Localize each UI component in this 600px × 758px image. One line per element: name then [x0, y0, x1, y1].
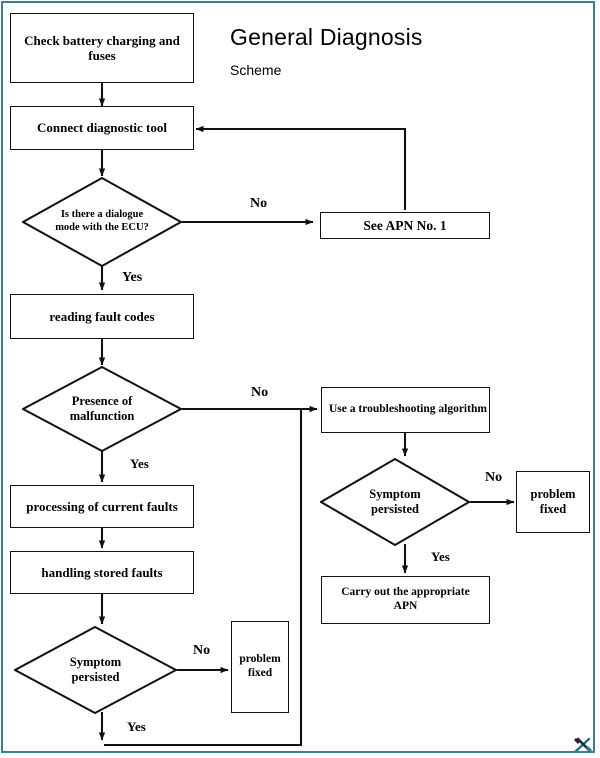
node-troubleshooting-algorithm[interactable]: Use a troubleshooting algorithm [321, 387, 490, 433]
edge-label-symptom-right-no: No [485, 470, 503, 485]
node-carry-out-apn[interactable]: Carry out the appropriate APN [321, 576, 490, 624]
node-processing-current-faults[interactable]: processing of current faults [10, 485, 194, 528]
node-problem-fixed-right[interactable]: problem fixed [516, 471, 590, 533]
node-problem-fixed-bottom[interactable]: problem fixed [231, 621, 289, 713]
decision-label: Is there a dialogue mode with the ECU? [55, 209, 149, 233]
edge-label-dialogue-no: No [250, 196, 268, 211]
decision-symptom-persisted-bottom[interactable]: Symptom persisted [14, 626, 177, 714]
node-label: processing of current faults [26, 498, 178, 514]
page-subtitle: Scheme [230, 62, 282, 78]
decision-label: Symptom persisted [369, 487, 421, 516]
edge-label-symptom-bottom-yes: Yes [127, 719, 146, 734]
diamond-shape [14, 626, 177, 714]
node-label: problem fixed [239, 653, 281, 679]
node-label: problem fixed [530, 487, 576, 516]
node-connect-tool[interactable]: Connect diagnostic tool [10, 106, 194, 150]
edge-label-symptom-right-yes: Yes [431, 549, 450, 564]
node-label: See APN No. 1 [363, 217, 447, 233]
diamond-shape [320, 458, 470, 546]
diamond-shape [22, 366, 182, 452]
edge-label-symptom-bottom-no: No [193, 643, 211, 658]
node-see-apn[interactable]: See APN No. 1 [320, 212, 490, 239]
decision-label: Presence of malfunction [69, 394, 135, 423]
tools-icon [574, 737, 592, 753]
node-reading-fault-codes[interactable]: reading fault codes [10, 294, 194, 339]
node-label: handling stored faults [41, 564, 163, 580]
node-label: Check battery charging and fuses [24, 32, 180, 63]
node-check-battery[interactable]: Check battery charging and fuses [10, 13, 194, 83]
decision-presence-malfunction[interactable]: Presence of malfunction [22, 366, 182, 452]
edge-label-malfunction-yes: Yes [130, 456, 149, 471]
node-label: Use a troubleshooting algorithm [329, 403, 487, 416]
edge-label-dialogue-yes: Yes [122, 270, 143, 285]
page-title: General Diagnosis [230, 24, 423, 50]
node-label: Connect diagnostic tool [37, 120, 167, 136]
decision-dialogue-mode[interactable]: Is there a dialogue mode with the ECU? [22, 177, 182, 267]
node-handling-stored-faults[interactable]: handling stored faults [10, 551, 194, 594]
node-label: Carry out the appropriate APN [341, 586, 470, 612]
diamond-shape [22, 177, 182, 267]
node-label: reading fault codes [49, 308, 155, 324]
edge-label-malfunction-no: No [251, 385, 269, 400]
decision-label: Symptom persisted [69, 655, 122, 684]
decision-symptom-persisted-right[interactable]: Symptom persisted [320, 458, 470, 546]
